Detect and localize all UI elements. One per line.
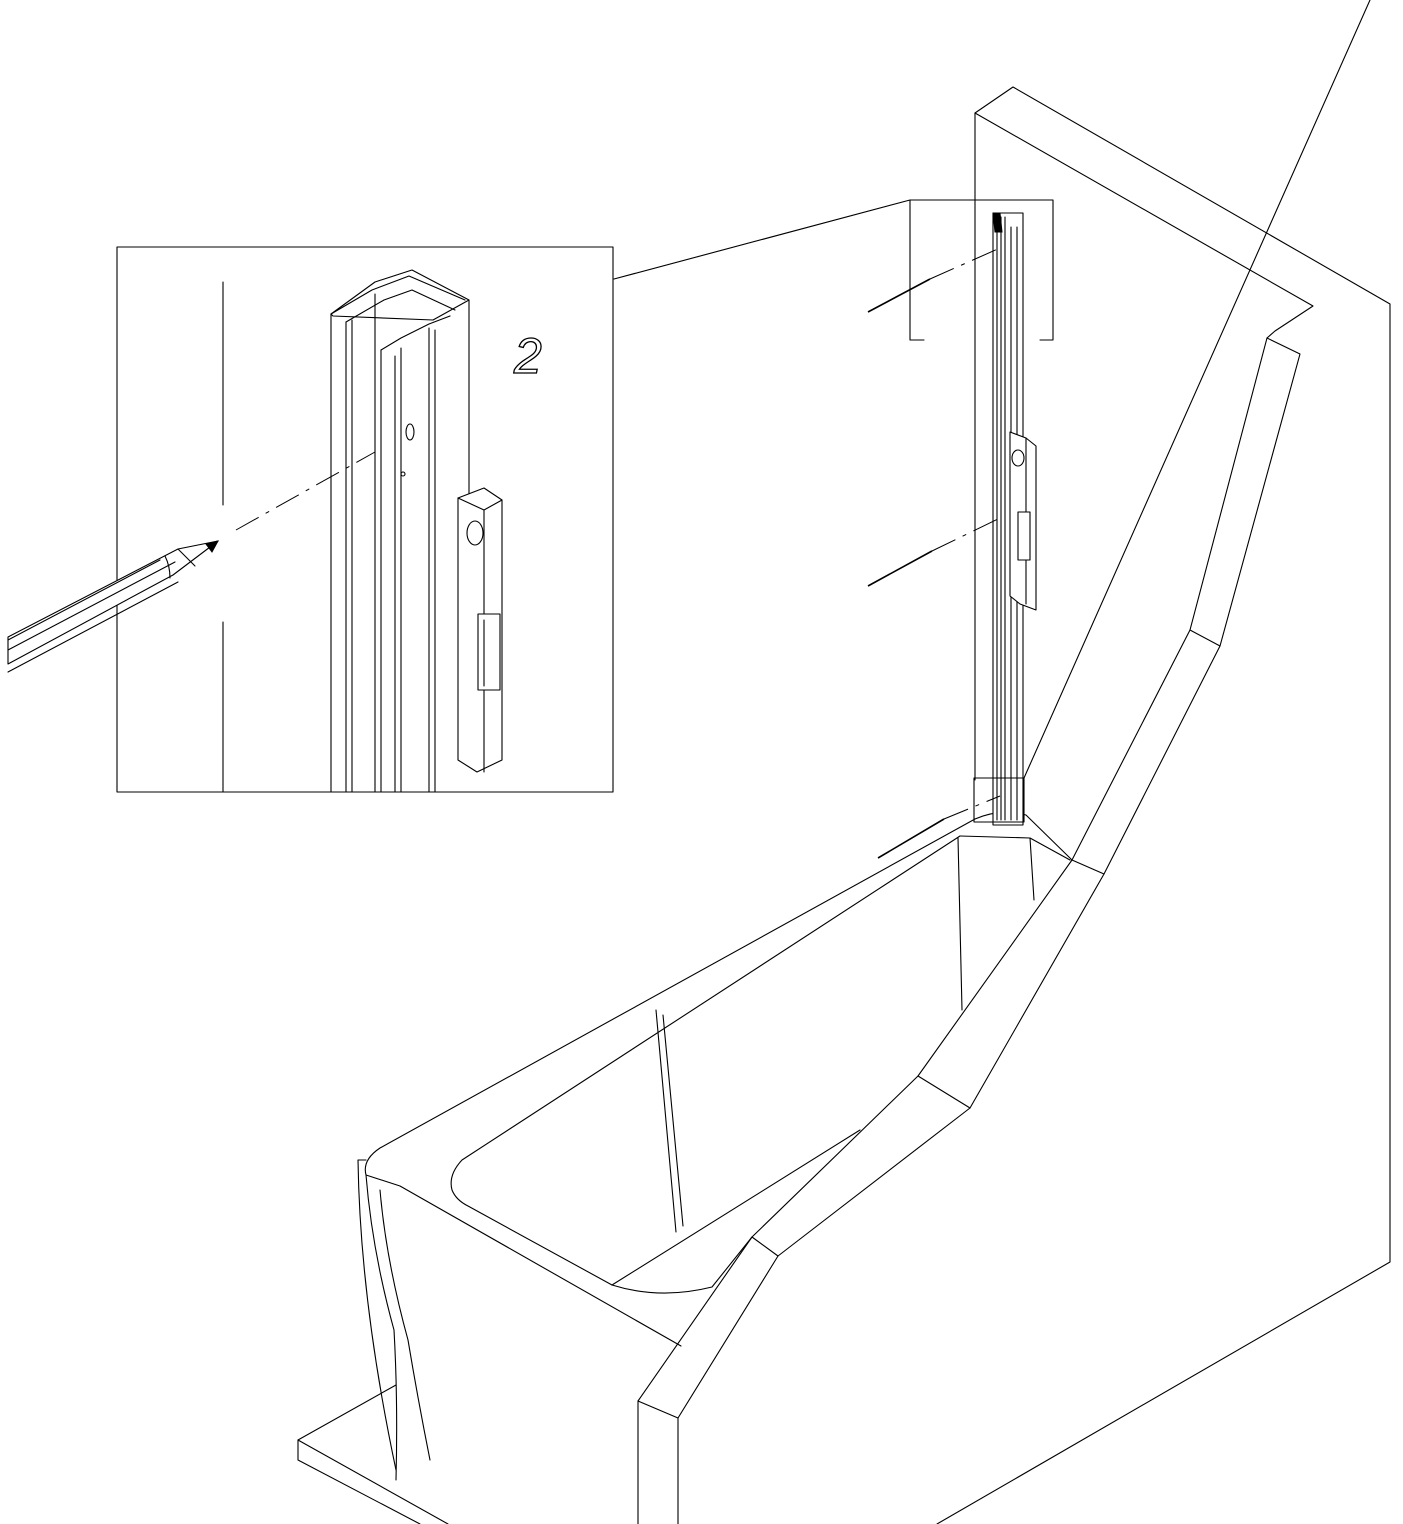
detail-inset: 2 <box>116 246 614 793</box>
wall <box>936 86 1391 1524</box>
wall-profile <box>992 212 1037 826</box>
drill-bit-icon <box>867 517 1001 587</box>
pencil-icon <box>7 540 219 673</box>
step-number: 2 <box>513 328 542 384</box>
bath-side-panel <box>637 337 1301 1524</box>
wall-bracket <box>457 487 503 773</box>
drill-bit-icon <box>867 247 1001 313</box>
bathtub <box>297 811 1073 1524</box>
bottom-detail-frame <box>973 777 1025 823</box>
drill-bit-icon <box>877 795 1001 859</box>
top-detail-frame <box>909 199 1054 341</box>
